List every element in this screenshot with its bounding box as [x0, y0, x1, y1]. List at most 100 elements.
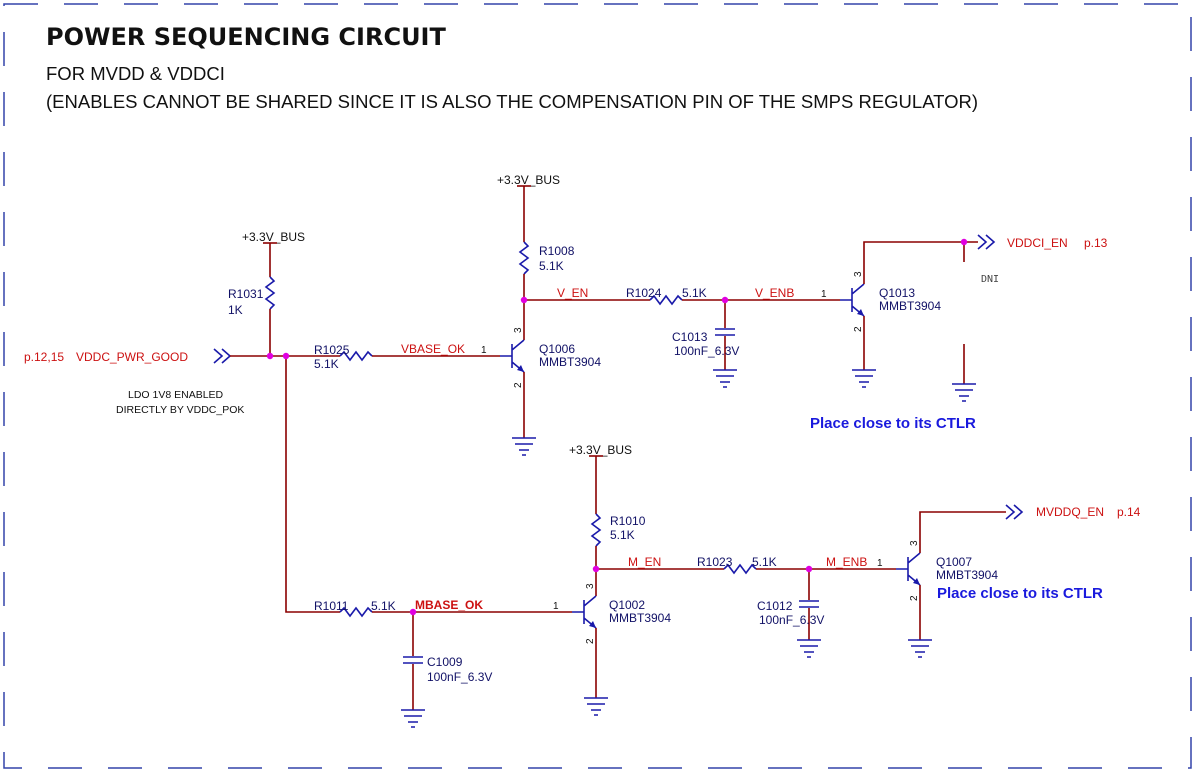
r1010-ref: R1010: [610, 514, 646, 528]
input-port: p.12,15 VDDC_PWR_GOOD: [24, 348, 232, 364]
ground-icon: [401, 709, 425, 728]
transistor-q1007: 3 2 Q1007 MMBT3904: [896, 540, 998, 601]
r1025-value: 5.1K: [314, 357, 339, 371]
npn-symbol: [896, 552, 921, 586]
emitter-arrow-icon: [589, 621, 596, 628]
npn-symbol: [500, 339, 525, 373]
capacitor-c1009: [403, 656, 423, 664]
junction-dot: [520, 296, 528, 304]
resistor-r1011: [339, 606, 373, 618]
npn-symbol: [840, 283, 865, 317]
capacitor-c1012: [799, 600, 819, 608]
c1012-ref: C1012: [757, 599, 793, 613]
net-v-en: V_EN: [557, 286, 588, 300]
c1012-value: 100nF_6.3V: [759, 613, 824, 627]
q1007-part: MMBT3904: [936, 568, 998, 582]
q1013-ref: Q1013: [879, 286, 915, 300]
ground-icon: [713, 369, 737, 388]
dni-label: DNI: [981, 274, 999, 285]
offpage-mvddq-arrow-icon: [1005, 504, 1024, 520]
r1008-value: 5.1K: [539, 259, 564, 273]
ground-icon: [908, 639, 932, 658]
r1031-ref: R1031: [228, 287, 264, 301]
mvddq-port-name: MVDDQ_EN: [1036, 505, 1104, 519]
net-mbase-ok: MBASE_OK: [415, 598, 483, 612]
offpage-in-arrow-icon: [213, 348, 232, 364]
q1013-pin-base: 1: [821, 289, 827, 300]
mvddq-port-page: p.14: [1117, 505, 1141, 519]
r1024-value: 5.1K: [682, 286, 707, 300]
q1007-pin-emitter: 2: [909, 595, 920, 601]
q1007-pin-collector: 3: [909, 540, 920, 546]
rail-label: +3.3V_BUS: [497, 173, 560, 187]
c1009-ref: C1009: [427, 655, 463, 669]
offpage-vddci-arrow-icon: [977, 234, 996, 250]
q1002-part: MMBT3904: [609, 611, 671, 625]
ground-icon: [512, 437, 536, 456]
emitter-arrow-icon: [517, 365, 524, 372]
r1023-ref: R1023: [697, 555, 733, 569]
junction-dot: [282, 352, 290, 360]
c1013-value: 100nF_6.3V: [674, 344, 739, 358]
net-m-enb: M_ENB: [826, 555, 867, 569]
q1006-pin-emitter: 2: [513, 382, 524, 388]
vddci-port-page: p.13: [1084, 236, 1108, 250]
junctions: [266, 238, 968, 616]
q1002-pin-emitter: 2: [585, 638, 596, 644]
net-m-en: M_EN: [628, 555, 661, 569]
input-port-page: p.12,15: [24, 350, 64, 364]
r1011-ref: R1011: [314, 599, 349, 613]
power-rail-r1010: +3.3V_BUS: [569, 443, 632, 457]
r1010-value: 5.1K: [610, 528, 635, 542]
wire-left-vertical: [285, 356, 340, 613]
capacitor-c1013: [715, 328, 735, 336]
vddci-port-name: VDDCI_EN: [1007, 236, 1068, 250]
r1011-value: 5.1K: [371, 599, 396, 613]
subtitle-line-1: FOR MVDD & VDDCI: [46, 63, 225, 84]
emitter-arrow-icon: [913, 578, 920, 585]
q1007-pin-base: 1: [877, 558, 883, 569]
q1013-pin-collector: 3: [853, 271, 864, 277]
junction-dot: [721, 296, 729, 304]
q1006-pin-collector: 3: [513, 327, 524, 333]
wire-q1007-collector: [919, 511, 1006, 553]
q1006-part: MMBT3904: [539, 355, 601, 369]
q1002-ref: Q1002: [609, 598, 645, 612]
page-title: POWER SEQUENCING CIRCUIT: [46, 23, 446, 51]
resistor-r1023: [723, 563, 757, 575]
c1013-ref: C1013: [672, 330, 708, 344]
placement-note-mvddq: Place close to its CTLR: [937, 585, 1103, 602]
r1025-ref: R1025: [314, 343, 350, 357]
r1008-ref: R1008: [539, 244, 575, 258]
ldo-note-line-1: LDO 1V8 ENABLED: [128, 389, 224, 401]
resistor-r1025: [339, 350, 373, 362]
q1007-ref: Q1007: [936, 555, 972, 569]
junction-dot: [960, 238, 968, 246]
c1009-value: 100nF_6.3V: [427, 670, 492, 684]
resistor-r1008: [518, 241, 530, 275]
input-port-name: VDDC_PWR_GOOD: [76, 350, 188, 364]
q1006-ref: Q1006: [539, 342, 575, 356]
rail-label: +3.3V_BUS: [242, 230, 305, 244]
q1013-pin-emitter: 2: [853, 326, 864, 332]
wire-q1013-collector: [863, 241, 978, 284]
emitter-arrow-icon: [857, 309, 864, 316]
resistor-r1010: [590, 513, 602, 547]
placement-note-vddci: Place close to its CTLR: [810, 415, 976, 432]
resistor-r1031: [264, 276, 276, 310]
transistor-q1002: 3 2 Q1002 MMBT3904: [572, 583, 671, 644]
net-v-enb: V_ENB: [755, 286, 794, 300]
junction-dot: [409, 608, 417, 616]
rail-label: +3.3V_BUS: [569, 443, 632, 457]
npn-symbol: [572, 595, 597, 629]
junction-dot: [266, 352, 274, 360]
q1013-part: MMBT3904: [879, 299, 941, 313]
subtitle-line-2: (ENABLES CANNOT BE SHARED SINCE IT IS AL…: [46, 91, 978, 112]
transistor-q1013: 3 2 Q1013 MMBT3904: [840, 271, 941, 332]
q1002-pin-base: 1: [553, 601, 559, 612]
junction-dot: [805, 565, 813, 573]
r1031-value: 1K: [228, 303, 243, 317]
power-rail-r1031: +3.3V_BUS: [242, 230, 305, 244]
